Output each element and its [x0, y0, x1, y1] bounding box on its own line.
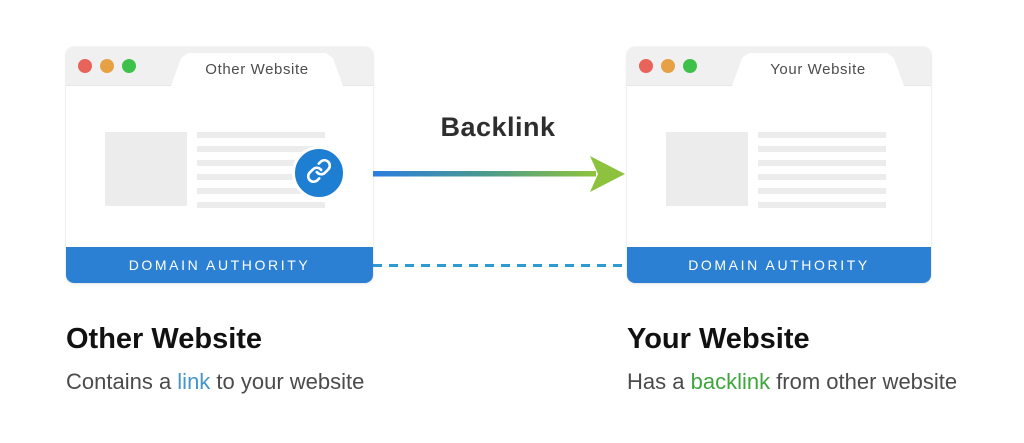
browser-tab: Other Website — [171, 53, 343, 86]
tab-label: Your Website — [770, 61, 866, 78]
text-line — [197, 188, 325, 194]
window-header: Other Website — [66, 47, 373, 86]
domain-authority-label: DOMAIN AUTHORITY — [688, 257, 870, 273]
domain-authority-bar: DOMAIN AUTHORITY — [66, 247, 373, 283]
caption-text-suffix: to your website — [210, 369, 365, 394]
image-placeholder — [105, 132, 187, 206]
window-controls — [78, 47, 136, 85]
text-line — [197, 202, 325, 208]
text-line — [197, 174, 325, 180]
text-line — [758, 146, 886, 152]
domain-authority-label: DOMAIN AUTHORITY — [128, 257, 311, 273]
link-highlight: link — [177, 369, 211, 394]
orange-dot-icon — [661, 59, 675, 73]
text-line — [758, 160, 886, 166]
link-icon — [306, 158, 332, 189]
right-caption-title: Your Website — [627, 323, 810, 355]
link-badge — [292, 146, 346, 200]
browser-tab: Your Website — [732, 53, 904, 86]
green-dot-icon — [683, 59, 697, 73]
your-website-window: Your Website DOMAIN AUTHORITY — [627, 47, 931, 283]
left-caption-title: Other Website — [66, 323, 263, 355]
text-line — [197, 146, 325, 152]
green-dot-icon — [122, 59, 136, 73]
image-placeholder — [666, 132, 748, 206]
other-website-window: Other Website — [66, 47, 373, 283]
caption-text-suffix: from other website — [770, 369, 958, 394]
orange-dot-icon — [100, 59, 114, 73]
tab-label: Other Website — [205, 61, 309, 78]
red-dot-icon — [639, 59, 653, 73]
caption-text-prefix: Has a — [627, 369, 691, 394]
backlink-arrow — [373, 156, 625, 192]
domain-authority-connector — [373, 264, 627, 267]
text-line — [758, 132, 886, 138]
caption-text-prefix: Contains a — [66, 369, 178, 394]
text-placeholder-lines — [197, 132, 325, 216]
text-line — [197, 132, 325, 138]
left-caption-text: Contains a link to your website — [66, 369, 364, 395]
window-header: Your Website — [627, 47, 931, 86]
text-line — [758, 188, 886, 194]
text-line — [197, 160, 325, 166]
right-caption-text: Has a backlink from other website — [627, 369, 957, 395]
backlink-highlight: backlink — [690, 369, 771, 394]
backlink-arrow-label: Backlink — [440, 112, 556, 142]
red-dot-icon — [78, 59, 92, 73]
window-content — [66, 86, 373, 247]
window-controls — [639, 47, 697, 85]
text-placeholder-lines — [758, 132, 886, 216]
domain-authority-bar: DOMAIN AUTHORITY — [627, 247, 931, 283]
text-line — [758, 174, 886, 180]
window-content — [627, 86, 931, 247]
text-line — [758, 202, 886, 208]
